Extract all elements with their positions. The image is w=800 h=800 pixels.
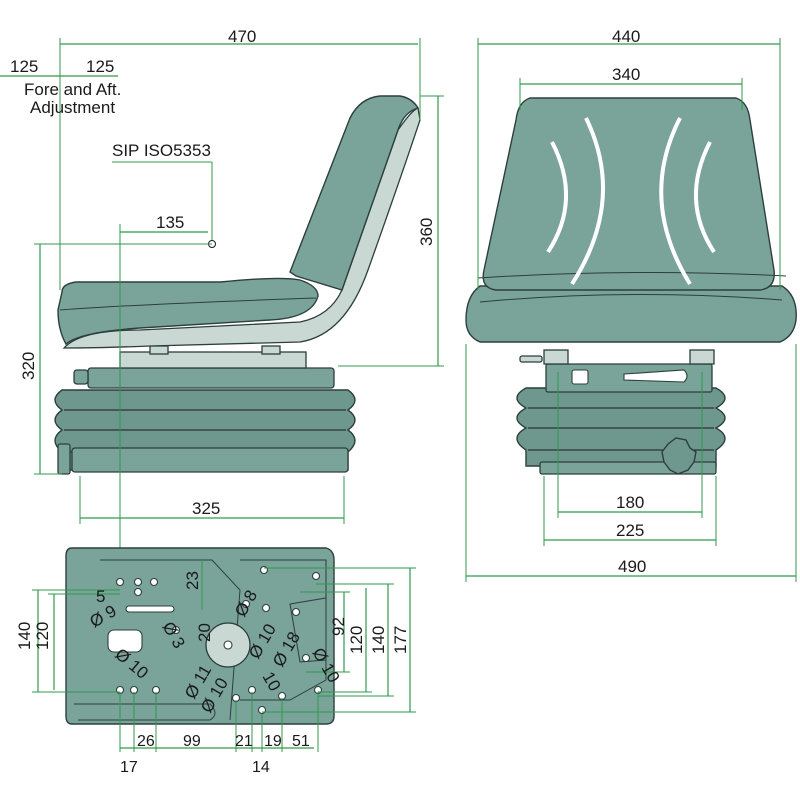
plate-bottom-51: 51: [292, 733, 310, 750]
side-backrest: [289, 95, 420, 291]
side-width-label: 470: [228, 27, 256, 46]
plate-bottom-17: 17: [120, 759, 138, 776]
plate-bottom-99: 99: [183, 733, 201, 750]
fore-aft-right-label: 125: [86, 57, 114, 76]
plate-bottom-19: 19: [264, 733, 282, 750]
side-view: [54, 95, 421, 475]
plate-right-120: 120: [347, 626, 366, 654]
plate-bottom-26: 26: [137, 733, 155, 750]
fore-aft-label-line1: Fore and Aft.: [24, 80, 121, 99]
plate-slot-left: [107, 629, 143, 653]
side-base-plate: [71, 447, 349, 473]
front-view: [465, 97, 797, 475]
side-lever: [57, 443, 71, 475]
plate-bottom-21: 21: [235, 733, 253, 750]
fore-aft-left-label: 125: [10, 57, 38, 76]
plate-outline: [65, 547, 335, 725]
plate-left-140: 140: [15, 622, 34, 650]
sip-label: SIP ISO5353: [112, 141, 211, 160]
base-depth-label: 325: [192, 499, 220, 518]
plate-left-5: 5: [96, 587, 105, 606]
front-backrest: [482, 97, 775, 291]
plate-left-120: 120: [33, 622, 52, 650]
side-seat-shell: [62, 107, 421, 349]
fore-aft-label-line2: Adjustment: [30, 98, 115, 117]
front-dimensions: 440 340 180 225 490: [465, 27, 797, 582]
side-dimensions: 470 125 125 Fore and Aft. Adjustment SIP…: [0, 27, 444, 720]
mounting-plate: [65, 547, 335, 725]
plate-right-92: 92: [329, 617, 348, 636]
side-cushion: [57, 277, 319, 346]
sip-offset-label: 135: [156, 213, 184, 232]
side-top-plate: [87, 367, 335, 389]
back-height-label: 360: [417, 218, 436, 246]
plate-right-177: 177: [391, 626, 410, 654]
front-width-label: 440: [612, 27, 640, 46]
front-cushion: [465, 285, 797, 343]
adjust-knob: [661, 437, 697, 475]
plate-dim-20: 20: [195, 623, 214, 642]
base-width-label: 225: [616, 521, 644, 540]
plate-top-23: 23: [183, 571, 202, 590]
plate-right-140: 140: [369, 626, 388, 654]
backrest-width-label: 340: [612, 65, 640, 84]
seat-height-label: 320: [19, 352, 38, 380]
plate-bottom-14: 14: [252, 759, 270, 776]
rail-spacing-label: 180: [616, 493, 644, 512]
cushion-width-label: 490: [618, 557, 646, 576]
